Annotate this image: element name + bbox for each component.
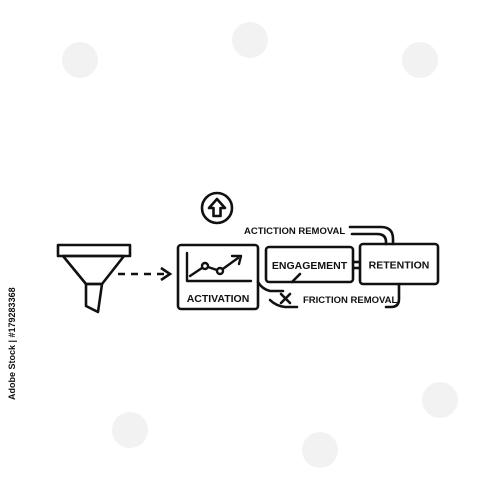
engagement-stage: ENGAGEMENT xyxy=(264,245,355,284)
friction-removal-loop xyxy=(256,272,401,309)
watermark-pattern xyxy=(62,22,458,468)
actiction-removal-label: ACTICTION REMOVAL xyxy=(244,226,345,237)
activation-label: ACTIVATION xyxy=(187,293,250,305)
growth-chart-icon xyxy=(185,251,253,283)
actiction-removal-bracket xyxy=(348,225,395,246)
stock-id-text: Adobe Stock | #179283368 xyxy=(7,287,17,400)
stock-id-strip: Adobe Stock | #179283368 xyxy=(7,287,17,400)
engagement-label: ENGAGEMENT xyxy=(272,260,348,272)
friction-removal-label: FRICTION REMOVAL xyxy=(303,295,397,306)
cross-icon xyxy=(279,292,292,305)
activation-stage: ACTIVATION xyxy=(176,243,260,311)
arrow-up-circle-icon xyxy=(200,191,234,225)
funnel-icon xyxy=(56,243,132,314)
retention-stage: RETENTION xyxy=(358,242,440,286)
retention-label: RETENTION xyxy=(369,260,430,272)
flow-arrow xyxy=(118,266,173,282)
